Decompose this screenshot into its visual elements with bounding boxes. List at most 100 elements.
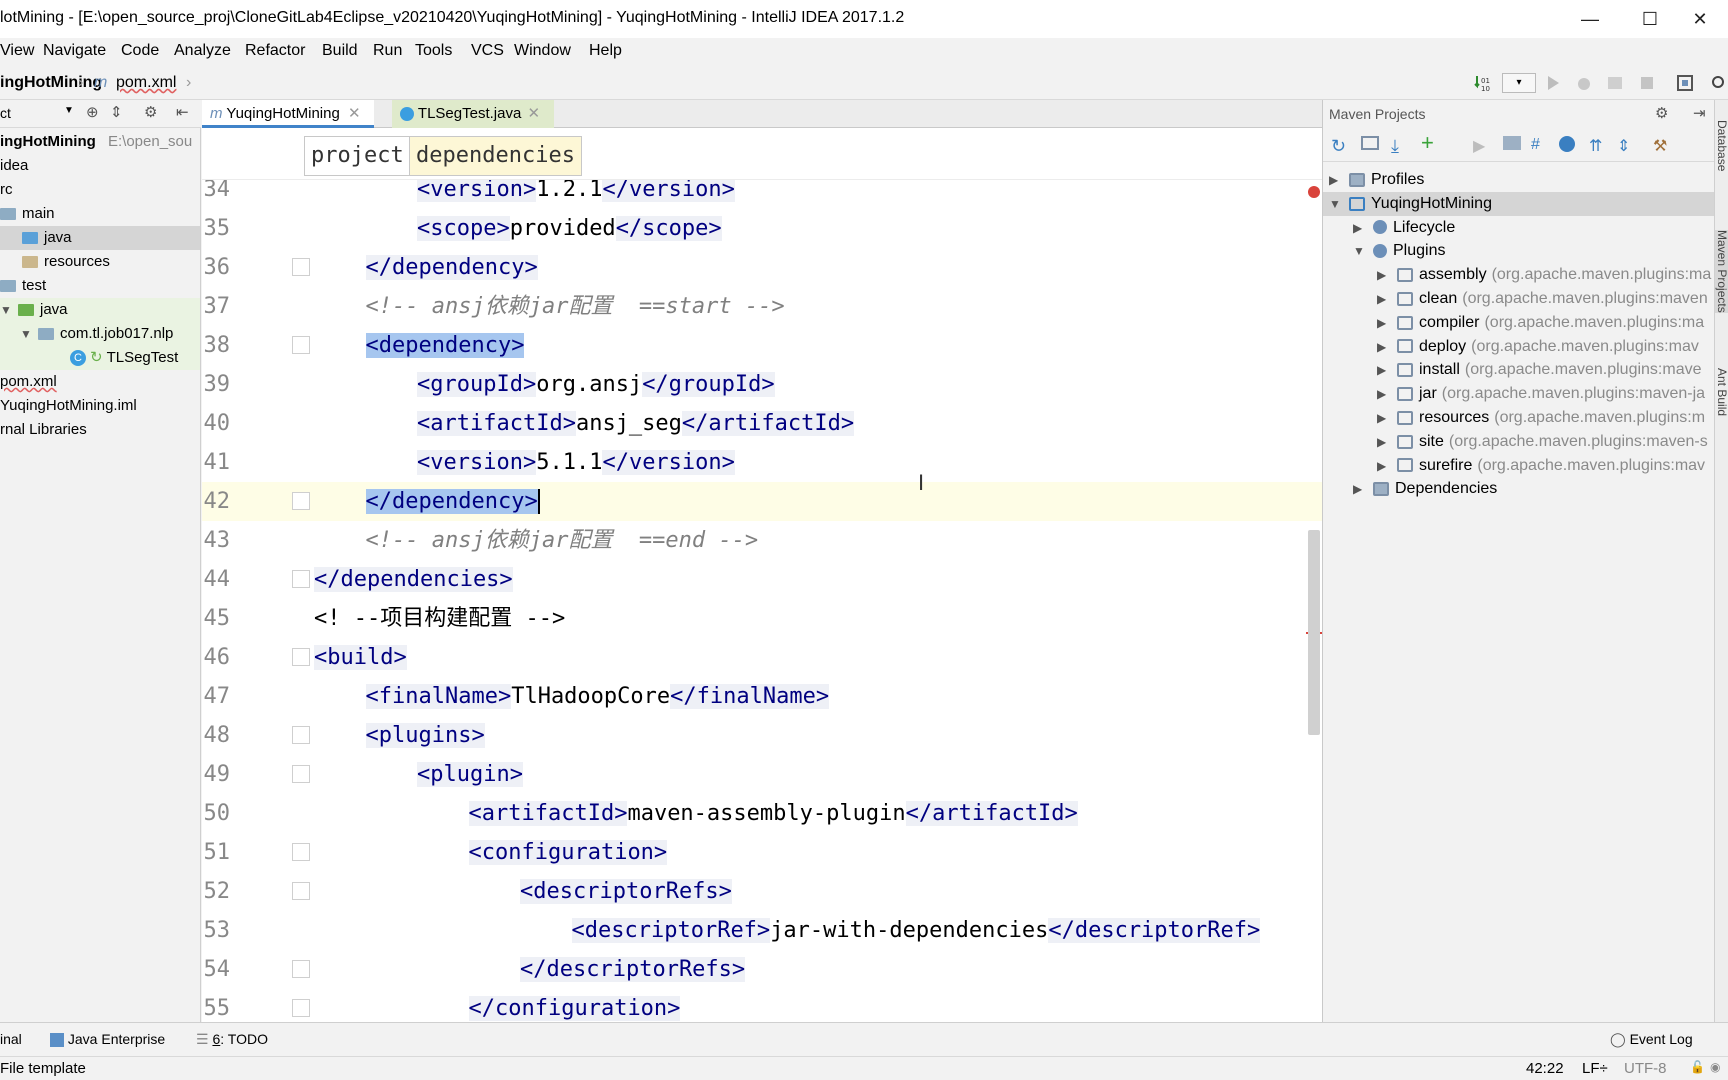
inspector-icon[interactable]: ◉ [1710, 1060, 1721, 1074]
menu-vcs[interactable]: VCS [471, 42, 504, 59]
fold-marker-icon[interactable] [292, 843, 310, 861]
gear-icon[interactable]: ⚙ [144, 104, 158, 121]
reimport-icon[interactable]: ↻ [1331, 136, 1347, 156]
collapse-all-icon[interactable]: ⇕ [1617, 138, 1631, 155]
close-icon[interactable]: ✕ [348, 105, 361, 122]
chevron-right-icon[interactable]: ▶ [1377, 339, 1387, 354]
chevron-right-icon[interactable]: ▶ [1353, 220, 1363, 235]
ant-build-tool-tab[interactable]: Ant Build [1715, 368, 1728, 417]
code-line[interactable]: 55</configuration> [202, 989, 1322, 1022]
menu-code[interactable]: Code [121, 42, 160, 59]
maven-tree-item[interactable]: ▶assembly(org.apache.maven.plugins:ma [1323, 263, 1714, 287]
code-line[interactable]: 37<!-- ansj依赖jar配置 ==start --> [202, 287, 1322, 326]
maven-tree-item[interactable]: ▶deploy(org.apache.maven.plugins:mav [1323, 335, 1714, 359]
code-line[interactable]: 40<artifactId>ansj_seg</artifactId> [202, 404, 1322, 443]
chevron-right-icon[interactable]: ▶ [1329, 173, 1339, 187]
code-line[interactable]: 35<scope>provided</scope> [202, 209, 1322, 248]
code-line[interactable]: 36</dependency> [202, 248, 1322, 287]
editor-scrollbar[interactable] [1308, 530, 1320, 735]
collapse-all-icon[interactable]: ⇕ [110, 104, 123, 121]
maven-tree-item[interactable]: ▶resources(org.apache.maven.plugins:m [1323, 406, 1714, 430]
tree-item-test[interactable]: test [0, 274, 200, 298]
chevron-right-icon[interactable]: ▶ [1353, 482, 1363, 497]
menu-run[interactable]: Run [373, 42, 403, 59]
code-line[interactable]: 48<plugins> [202, 716, 1322, 755]
maven-tree-item[interactable]: ▶jar(org.apache.maven.plugins:maven-ja [1323, 382, 1714, 406]
chevron-right-icon[interactable]: ▶ [1377, 363, 1387, 378]
maven-tree-item[interactable]: ▶install(org.apache.maven.plugins:mave [1323, 358, 1714, 382]
menu-refactor[interactable]: Refactor [245, 42, 306, 59]
fold-marker-icon[interactable] [292, 258, 310, 276]
close-button[interactable]: ✕ [1692, 8, 1708, 29]
fold-marker-icon[interactable] [292, 726, 310, 744]
file-encoding[interactable]: UTF-8 [1624, 1060, 1667, 1077]
nav-file[interactable]: pom.xml [116, 74, 177, 91]
toggle-offline-icon[interactable]: # [1531, 136, 1540, 153]
caret-position[interactable]: 42:22 [1526, 1060, 1564, 1077]
generate-sources-icon[interactable] [1361, 136, 1379, 150]
tree-item-idea[interactable]: idea [0, 154, 200, 178]
tab-tlsegtest[interactable]: TLSegTest.java ✕ [392, 100, 554, 128]
run-config-icon[interactable] [1503, 136, 1521, 150]
menu-window[interactable]: Window [514, 42, 571, 59]
tree-item-resources[interactable]: resources [0, 250, 200, 274]
maximize-button[interactable]: ☐ [1641, 8, 1659, 29]
search-icon[interactable] [1710, 74, 1728, 92]
coverage-icon[interactable] [1606, 74, 1624, 92]
maven-tree-item[interactable]: ▶site(org.apache.maven.plugins:maven-s [1323, 430, 1714, 454]
tab-pom[interactable]: m YuqingHotMining ✕ [202, 100, 374, 128]
fold-marker-icon[interactable] [292, 765, 310, 783]
error-indicator-icon[interactable] [1308, 186, 1320, 198]
fold-marker-icon[interactable] [292, 882, 310, 900]
breadcrumb-project[interactable]: project [304, 136, 411, 176]
minimize-button[interactable]: — [1581, 8, 1599, 29]
maven-tree-item[interactable]: ▶surefire(org.apache.maven.plugins:mav [1323, 454, 1714, 478]
tree-item-main[interactable]: main [0, 202, 200, 226]
maven-tree-item[interactable]: ▼YuqingHotMining [1323, 191, 1714, 216]
tree-item-package[interactable]: ▼com.tl.job017.nlp [0, 322, 200, 346]
chevron-right-icon[interactable]: ▶ [1377, 411, 1387, 425]
maven-tree-item[interactable]: ▶Dependencies [1323, 477, 1714, 501]
code-line[interactable]: 46<build> [202, 638, 1322, 677]
tree-item-tlsegtest[interactable]: C↻TLSegTest [0, 346, 200, 370]
menu-help[interactable]: Help [589, 42, 622, 59]
download-icon[interactable]: ⤓ [1391, 136, 1399, 156]
chevron-down-icon[interactable]: ▼ [1353, 244, 1365, 259]
todo-tool-tab[interactable]: ☰ 6: TODO [196, 1031, 268, 1048]
menu-view[interactable]: View [0, 42, 35, 59]
chevron-right-icon[interactable]: ▶ [1377, 268, 1387, 283]
code-line[interactable]: 38<dependency> [202, 326, 1322, 365]
fold-marker-icon[interactable] [292, 960, 310, 978]
code-line[interactable]: 34<version>1.2.1</version> [202, 180, 1322, 209]
maven-projects-tool-tab[interactable]: Maven Projects [1715, 230, 1728, 313]
lock-icon[interactable]: 🔓 [1690, 1060, 1705, 1074]
event-log-tool-tab[interactable]: ◯ Event Log [1610, 1031, 1693, 1048]
code-line[interactable]: 43<!-- ansj依赖jar配置 ==end --> [202, 521, 1322, 560]
java-enterprise-tool-tab[interactable]: Java Enterprise [50, 1031, 165, 1048]
fold-marker-icon[interactable] [292, 648, 310, 666]
database-tool-tab[interactable]: Database [1715, 120, 1728, 172]
chevron-right-icon[interactable]: ▶ [1377, 434, 1387, 449]
fold-marker-icon[interactable] [292, 336, 310, 354]
chevron-down-icon[interactable]: ▼ [1329, 196, 1341, 211]
tree-item-external-libraries[interactable]: rnal Libraries [0, 418, 200, 442]
maven-tree-item[interactable]: ▶compiler(org.apache.maven.plugins:ma [1323, 311, 1714, 335]
code-line[interactable]: 45<! --项目构建配置 --> [202, 599, 1322, 638]
chevron-down-icon[interactable]: ▼ [0, 303, 12, 317]
fold-marker-icon[interactable] [292, 570, 310, 588]
chevron-right-icon[interactable]: ▶ [1377, 387, 1387, 402]
chevron-right-icon[interactable]: ▶ [1377, 458, 1387, 473]
code-line[interactable]: 42</dependency> [202, 482, 1322, 521]
maven-tree-item[interactable]: ▶Profiles [1323, 168, 1714, 192]
close-icon[interactable]: ✕ [527, 105, 541, 122]
skip-tests-icon[interactable] [1559, 136, 1575, 152]
code-line[interactable]: 51<configuration> [202, 833, 1322, 872]
show-dependencies-icon[interactable]: ⇈ [1589, 138, 1603, 155]
tree-item-main-java[interactable]: java [0, 226, 200, 250]
fold-marker-icon[interactable] [292, 492, 310, 510]
project-structure-icon[interactable] [1676, 74, 1694, 92]
project-view-selector[interactable]: ct [0, 105, 11, 121]
chevron-right-icon[interactable]: ▶ [1377, 315, 1387, 330]
run-icon[interactable] [1544, 74, 1562, 92]
